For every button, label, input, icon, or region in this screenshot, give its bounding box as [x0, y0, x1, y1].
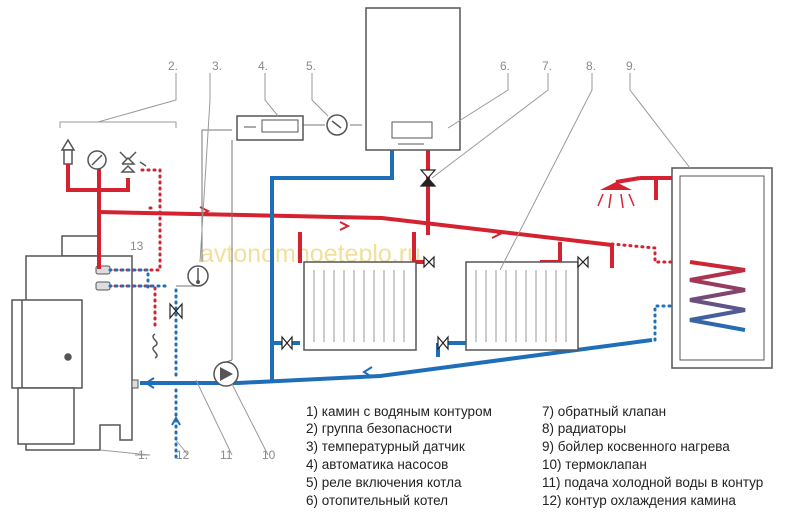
legend-item-3: 3) температурный датчик — [306, 439, 465, 454]
temperature-sensor — [187, 265, 209, 287]
callout-11: 11 — [220, 448, 233, 462]
radiator-valves — [281, 255, 589, 351]
legend-item-12: 12) контур охлаждения камина — [542, 493, 736, 508]
callout-12: 12 — [176, 448, 190, 462]
callout-9: 9. — [626, 59, 636, 73]
legend-item-4: 4) автоматика насосов — [306, 457, 448, 472]
callout-4: 4. — [258, 59, 268, 73]
legend-item-2: 2) группа безопасности — [306, 421, 452, 436]
callout-13: 13 — [130, 239, 144, 253]
legend-item-11: 11) подача холодной воды в контур — [542, 475, 763, 490]
thermovalve — [169, 302, 183, 320]
legend-item-5: 5) реле включения котла — [306, 475, 462, 490]
flow-arrows — [144, 206, 503, 426]
legend-right: 7) обратный клапан 8) радиаторы 9) бойле… — [542, 404, 763, 508]
fireplace — [11, 235, 133, 451]
legend-item-6: 6) отопительный котел — [306, 493, 448, 508]
drain-symbol — [152, 333, 158, 359]
callout-1: 1. — [138, 448, 148, 462]
circulation-pump — [213, 361, 239, 387]
legend-item-10: 10) термоклапан — [542, 457, 647, 472]
callout-numbers: 2. 3. 4. 5. 6. 7. 8. 9. 1. 12 11 10 13 — [130, 59, 636, 462]
legend-item-1: 1) камин с водяным контуром — [306, 404, 492, 419]
control-wires — [176, 124, 362, 363]
shower-icon — [597, 176, 641, 209]
return-dotted — [108, 268, 692, 460]
callout-10: 10 — [262, 448, 276, 462]
legend-item-9: 9) бойлер косвенного нагрева — [542, 439, 730, 454]
callout-3: 3. — [212, 59, 222, 73]
callout-5: 5. — [306, 59, 316, 73]
heating-boiler — [365, 7, 461, 151]
legend-item-8: 8) радиаторы — [542, 421, 626, 436]
legend-left: 1) камин с водяным контуром 2) группа бе… — [306, 404, 492, 508]
callout-8: 8. — [586, 59, 596, 73]
radiator-left — [303, 261, 417, 351]
check-valve — [419, 169, 437, 187]
indirect-boiler — [640, 167, 773, 369]
radiator-right — [465, 261, 579, 351]
legend-item-7: 7) обратный клапан — [542, 404, 666, 419]
boiler-relay — [326, 114, 348, 136]
callout-6: 6. — [500, 59, 510, 73]
callout-7: 7. — [542, 59, 552, 73]
callout-leaders — [59, 73, 691, 456]
pump-automation — [236, 115, 304, 141]
safety-group — [60, 138, 147, 178]
callout-2: 2. — [168, 59, 178, 73]
